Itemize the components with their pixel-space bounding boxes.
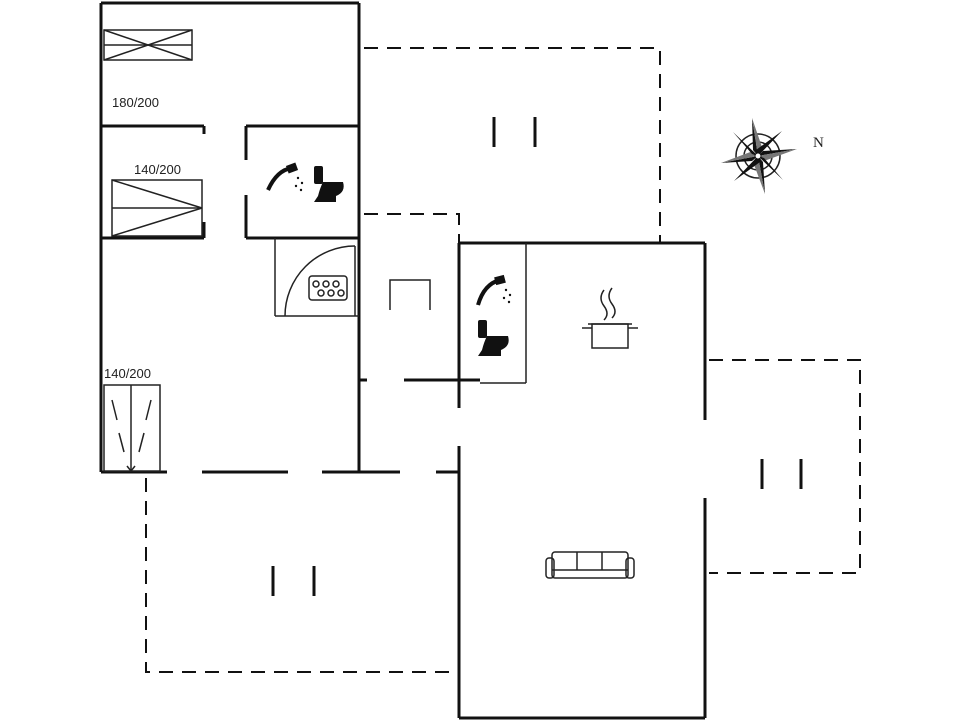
walls-right-block [457,241,707,720]
double-bed-icon [103,29,193,61]
shower-icon [266,162,304,192]
cooking-pot-icon [582,287,638,349]
north-label: N [813,135,824,151]
shower-icon [476,274,512,306]
bunk-bed-icon [103,384,161,473]
sofa-icon [545,551,635,579]
walls-left-wing [99,1,459,474]
bed-size-label: 140/200 [134,162,181,177]
compass-rose-icon [721,118,797,194]
bed-size-label: 180/200 [112,95,159,110]
bed-size-label: 140/200 [104,366,151,381]
toilet-icon [478,320,509,356]
bed-icon [111,179,203,237]
walls-corridor [357,279,480,472]
sauna-icon [308,275,348,301]
terraces [145,47,861,673]
toilet-icon [314,166,344,202]
